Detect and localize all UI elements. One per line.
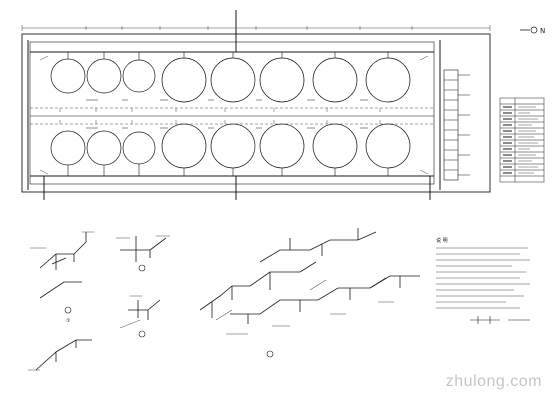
tank [312, 123, 358, 169]
tank [86, 130, 122, 166]
tank [365, 57, 411, 103]
tank [86, 58, 122, 94]
north-label: N [540, 27, 545, 35]
watermark: zhulong.com [445, 373, 542, 390]
isometric-middle [116, 235, 170, 338]
tank [210, 123, 256, 169]
tank [50, 58, 86, 94]
tank [161, 57, 207, 103]
tank-row-bottom [50, 123, 411, 169]
dimension-line [21, 25, 491, 31]
isometric-network [199, 228, 420, 358]
svg-text:①: ① [66, 318, 71, 324]
tank [122, 59, 156, 93]
tank [259, 57, 305, 103]
tank [312, 57, 358, 103]
tank-branches [67, 52, 389, 176]
plan-view [21, 10, 491, 200]
isometric-left: ① [28, 231, 94, 371]
tank [210, 57, 256, 103]
plan-annotations [39, 55, 429, 175]
notes-detail [470, 316, 530, 324]
north-arrow: N [520, 26, 545, 35]
tank [122, 131, 156, 165]
valve-stack [443, 69, 470, 181]
legend-table [499, 97, 545, 183]
tank [365, 123, 411, 169]
tank [161, 123, 207, 169]
tank-row-top [50, 57, 411, 103]
tank [259, 123, 305, 169]
notes-heading: 说 明 [436, 237, 448, 244]
tank [50, 130, 86, 166]
notes-block: 说 明 [436, 237, 530, 324]
